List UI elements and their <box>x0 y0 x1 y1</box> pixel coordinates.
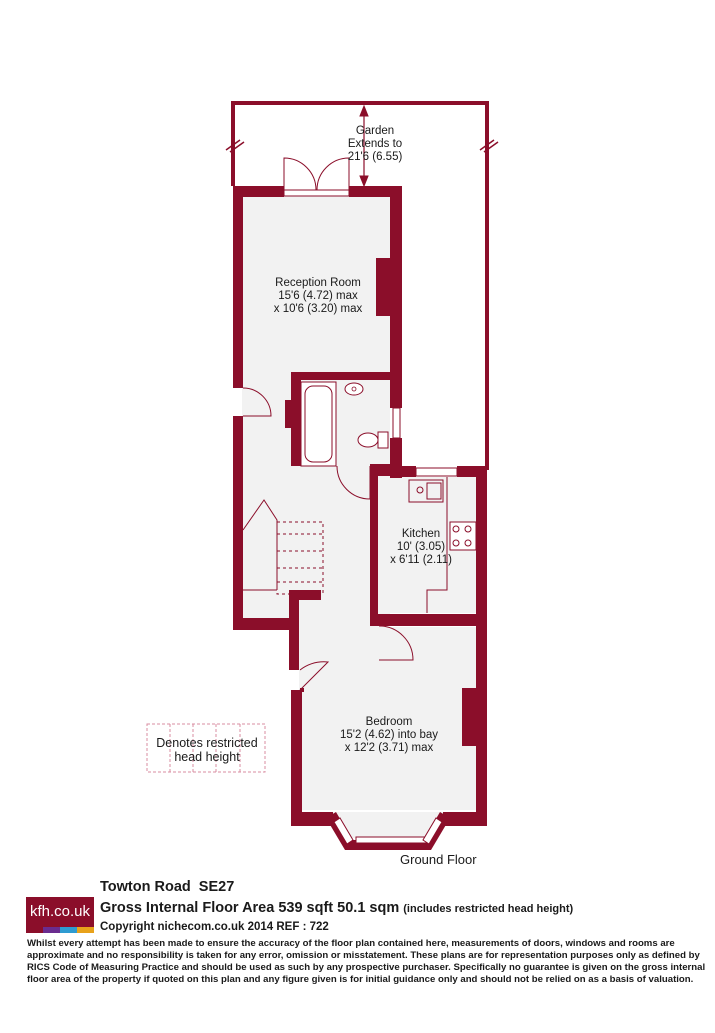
kfh-logo: kfh.co.uk <box>26 897 94 927</box>
disclaimer: Whilst every attempt has been made to en… <box>27 938 706 984</box>
logo-stripe-1 <box>26 927 43 933</box>
floor-plan <box>146 101 499 850</box>
stairs <box>242 499 324 595</box>
floor-label: Ground Floor <box>400 852 477 867</box>
kitchen <box>370 467 477 614</box>
copyright: Copyright nichecom.co.uk 2014 REF : 722 <box>100 921 329 933</box>
reception-dim-1: 15'6 (4.72) max <box>278 290 358 302</box>
restricted-height-legend-box <box>146 723 266 773</box>
kitchen-dim-2: x 6'11 (2.11) <box>390 554 452 566</box>
bay-window <box>333 817 443 845</box>
garden-name: Garden <box>355 125 395 137</box>
garden-label: Garden Extends to 21'6 (6.55) <box>335 125 415 164</box>
bedroom-label: Bedroom 15'2 (4.62) into bay x 12'2 (3.7… <box>328 716 450 755</box>
logo-stripe-3 <box>60 927 77 933</box>
garden-outline <box>225 101 499 470</box>
kitchen-label: Kitchen 10' (3.05) x 6'11 (2.11) <box>381 528 461 567</box>
floor-area-note: (includes restricted head height) <box>403 903 574 915</box>
floor-area: Gross Internal Floor Area 539 sqft 50.1 … <box>100 900 573 916</box>
exterior-walls <box>233 186 487 850</box>
floor-area-text: Gross Internal Floor Area 539 sqft 50.1 … <box>100 900 400 916</box>
reception-dim-2: x 10'6 (3.20) max <box>273 303 363 315</box>
logo-stripe-4 <box>77 927 94 933</box>
reception-label: Reception Room 15'6 (4.72) max x 10'6 (3… <box>258 277 378 316</box>
property-title: Towton Road SE27 <box>100 879 235 895</box>
interior-walls <box>300 614 476 692</box>
restricted-height-legend-text: Denotes restricted head height <box>147 736 267 764</box>
reception-name: Reception Room <box>275 277 361 289</box>
kitchen-name: Kitchen <box>401 528 441 540</box>
garden-dim-1: Extends to <box>347 138 403 150</box>
garden-dimension-arrow <box>359 104 369 188</box>
kitchen-dim-1: 10' (3.05) <box>396 541 446 553</box>
bedroom-dim-2: x 12'2 (3.71) max <box>344 742 434 754</box>
doors <box>242 157 414 691</box>
bedroom-name: Bedroom <box>365 716 413 728</box>
logo-stripe-2 <box>43 927 60 933</box>
bedroom-dim-1: 15'2 (4.62) into bay <box>339 729 439 741</box>
legend-line-1: Denotes restricted <box>156 736 258 750</box>
garden-dim-2: 21'6 (6.55) <box>347 151 403 163</box>
floor-areas <box>242 196 476 838</box>
bathroom <box>285 372 401 500</box>
legend-line-2: head height <box>174 750 240 764</box>
logo-stripes <box>26 927 94 933</box>
